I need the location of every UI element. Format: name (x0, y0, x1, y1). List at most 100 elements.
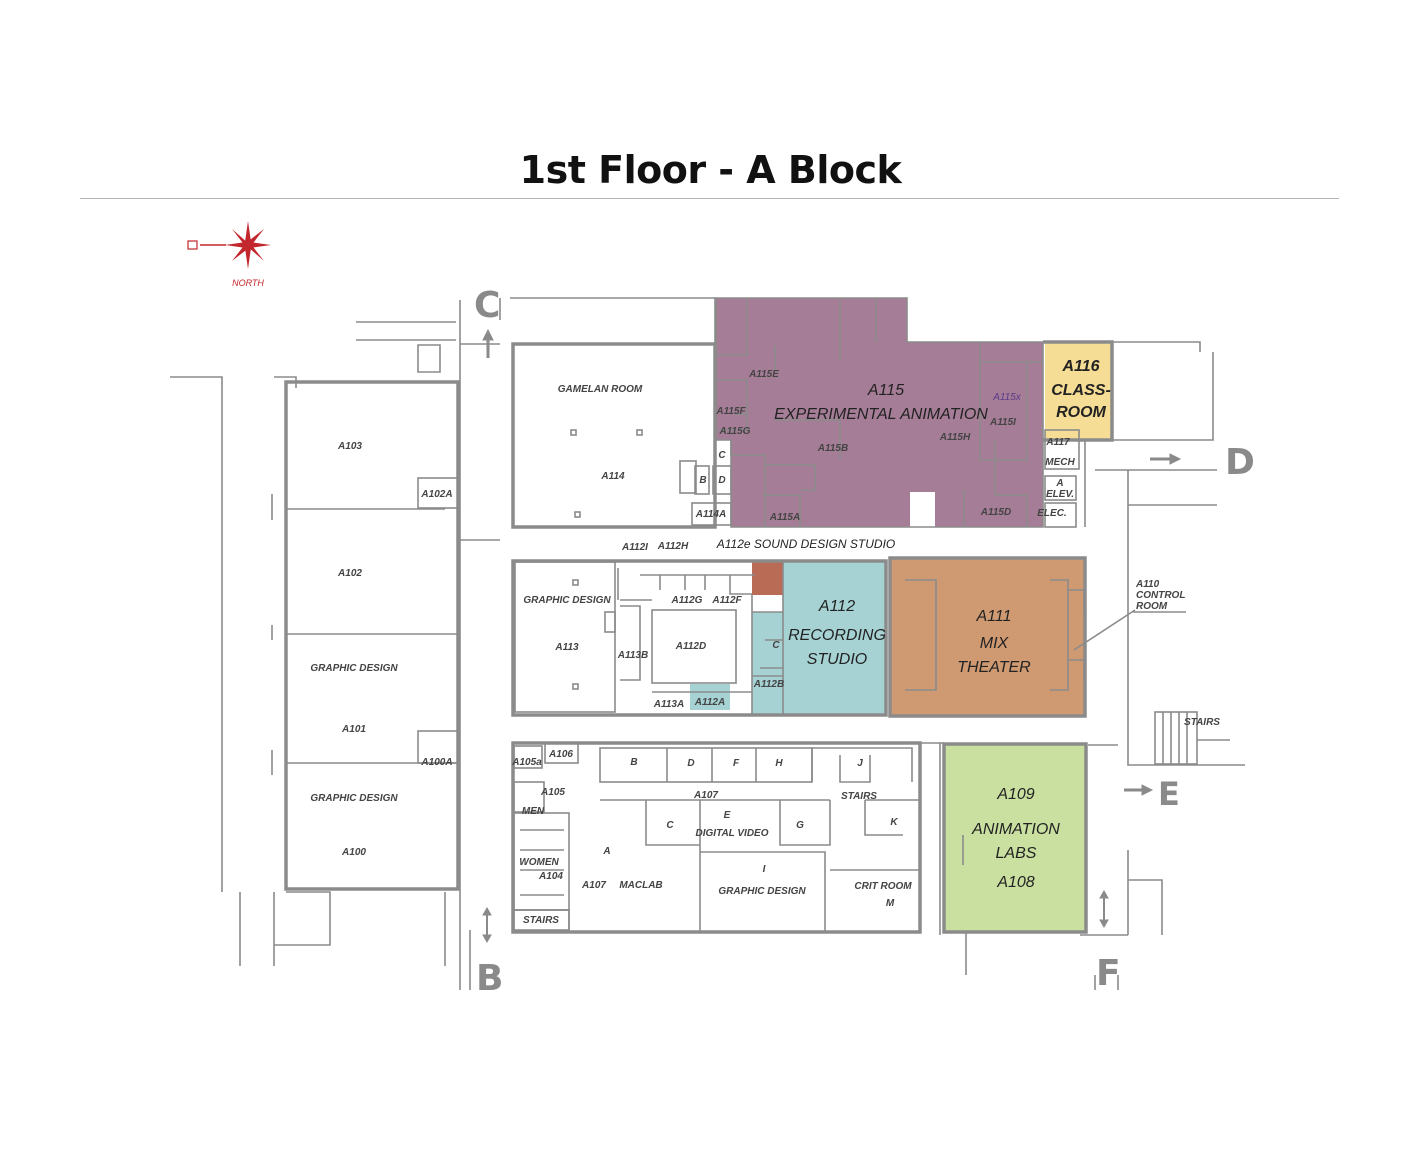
label-gd-113: GRAPHIC DESIGN (523, 595, 611, 606)
entrance-e: E (1158, 775, 1180, 813)
a111-line1: MIX (980, 635, 1010, 652)
a112e-label: A112e SOUND DESIGN STUDIO (716, 537, 896, 551)
label-a113: A113 (554, 642, 579, 653)
label-stairs-1: STAIRS (523, 915, 559, 926)
label-a115g: A115G (719, 426, 751, 437)
walls (170, 297, 1245, 990)
label-a-107: A (602, 846, 610, 857)
page-title: 1st Floor - A Block (519, 148, 902, 192)
label-a115e: A115E (748, 369, 779, 380)
label-a105a: A105a (511, 757, 542, 768)
label-a112b: A112B (753, 679, 784, 690)
label-a112a: A112A (694, 697, 725, 708)
a116-number: A116 (1061, 358, 1099, 375)
room-a115-fill[interactable] (716, 298, 1043, 527)
compass-rose-icon (187, 221, 271, 269)
label-c-107: C (666, 820, 674, 831)
a112-line1: RECORDING (788, 627, 886, 644)
label-a115i: A115I (989, 417, 1016, 428)
label-d-107: D (687, 758, 694, 769)
label-gd-101: GRAPHIC DESIGN (310, 663, 398, 674)
label-i-107: I (763, 864, 766, 875)
label-a105: A105 (540, 787, 565, 798)
label-a115b: A115B (817, 443, 848, 454)
a111-line2: THEATER (957, 659, 1031, 676)
label-a102a: A102A (420, 489, 452, 500)
label-a112f: A112F (711, 595, 742, 606)
a110-line3: ROOM (1136, 601, 1168, 612)
entrance-d: D (1225, 442, 1255, 483)
label-gd-107: GRAPHIC DESIGN (718, 886, 806, 897)
label-a115x: A115x (992, 392, 1022, 403)
label-a117: A117 (1045, 437, 1070, 448)
label-m-107: M (886, 898, 895, 909)
label-stairs-2: STAIRS (841, 791, 877, 802)
a112-line2: STUDIO (807, 651, 867, 668)
label-a102: A102 (337, 568, 362, 579)
label-k-107: K (890, 817, 898, 828)
label-digital-video: DIGITAL VIDEO (696, 828, 769, 839)
a110-line1: A110 (1135, 579, 1160, 590)
a109-line1: ANIMATION (971, 821, 1060, 838)
label-a115h: A115H (939, 432, 971, 443)
label-a115d: A115D (980, 507, 1011, 518)
label-a114: A114 (600, 471, 625, 482)
label-a112h: A112H (657, 541, 689, 552)
label-women: WOMEN (519, 857, 559, 868)
label-a115a: A115A (769, 512, 800, 523)
room-a112e-fill[interactable] (752, 561, 783, 595)
entrance-b: B (476, 958, 503, 999)
label-a-elev-1: A (1055, 478, 1063, 489)
a109-line2: LABS (996, 845, 1037, 862)
label-gd-100: GRAPHIC DESIGN (310, 793, 398, 804)
label-a113b: A113B (617, 650, 648, 661)
label-a106: A106 (548, 749, 573, 760)
a115-name: EXPERIMENTAL ANIMATION (774, 406, 988, 423)
room-a112-fill[interactable] (752, 561, 886, 714)
label-a114a: A114A (695, 509, 726, 520)
label-a103: A103 (337, 441, 362, 452)
a109-number: A109 (996, 786, 1034, 803)
label-a101: A101 (341, 724, 366, 735)
label-maclab: MACLAB (619, 880, 662, 891)
a110-line2: CONTROL (1136, 590, 1185, 601)
label-a113a: A113A (653, 699, 684, 710)
a116-line1: CLASS- (1051, 382, 1111, 399)
label-g-107: G (796, 820, 804, 831)
label-f-107: F (733, 758, 740, 769)
label-a-elev-2: ELEV. (1046, 489, 1074, 500)
label-mech: MECH (1045, 457, 1075, 468)
label-e-107: E (724, 810, 731, 821)
a108-number: A108 (996, 874, 1034, 891)
room-a112a-fill[interactable] (690, 684, 730, 710)
label-a107: A107 (581, 880, 606, 891)
label-a115f: A115F (715, 406, 746, 417)
label-men: MEN (522, 806, 545, 817)
entrance-c: C (474, 285, 500, 326)
label-gamelan: GAMELAN ROOM (558, 384, 643, 395)
label-c-114: C (718, 450, 726, 461)
entrance-f: F (1096, 953, 1121, 994)
a111-number: A111 (976, 608, 1012, 625)
label-a112i: A112I (621, 542, 648, 553)
label-stairs-3: STAIRS (1184, 717, 1220, 728)
compass-label: NORTH (232, 278, 264, 288)
a116-line2: ROOM (1056, 404, 1106, 421)
label-a100a: A100A (420, 757, 452, 768)
label-elec: ELEC. (1037, 508, 1066, 519)
label-d-114: D (718, 475, 725, 486)
label-b-114: B (699, 475, 706, 486)
label-b-107: B (630, 757, 637, 768)
label-a100: A100 (341, 847, 366, 858)
label-c-112: C (772, 640, 780, 651)
a112-number: A112 (818, 598, 855, 615)
a115-number: A115 (867, 382, 904, 399)
label-a112d: A112D (675, 641, 706, 652)
label-j-107: J (857, 758, 863, 769)
label-a107-hall: A107 (693, 790, 718, 801)
room-a109-fill[interactable] (944, 744, 1086, 932)
room-a116-fill[interactable] (1045, 342, 1112, 440)
label-a104: A104 (538, 871, 563, 882)
label-crit-room: CRIT ROOM (854, 881, 912, 892)
